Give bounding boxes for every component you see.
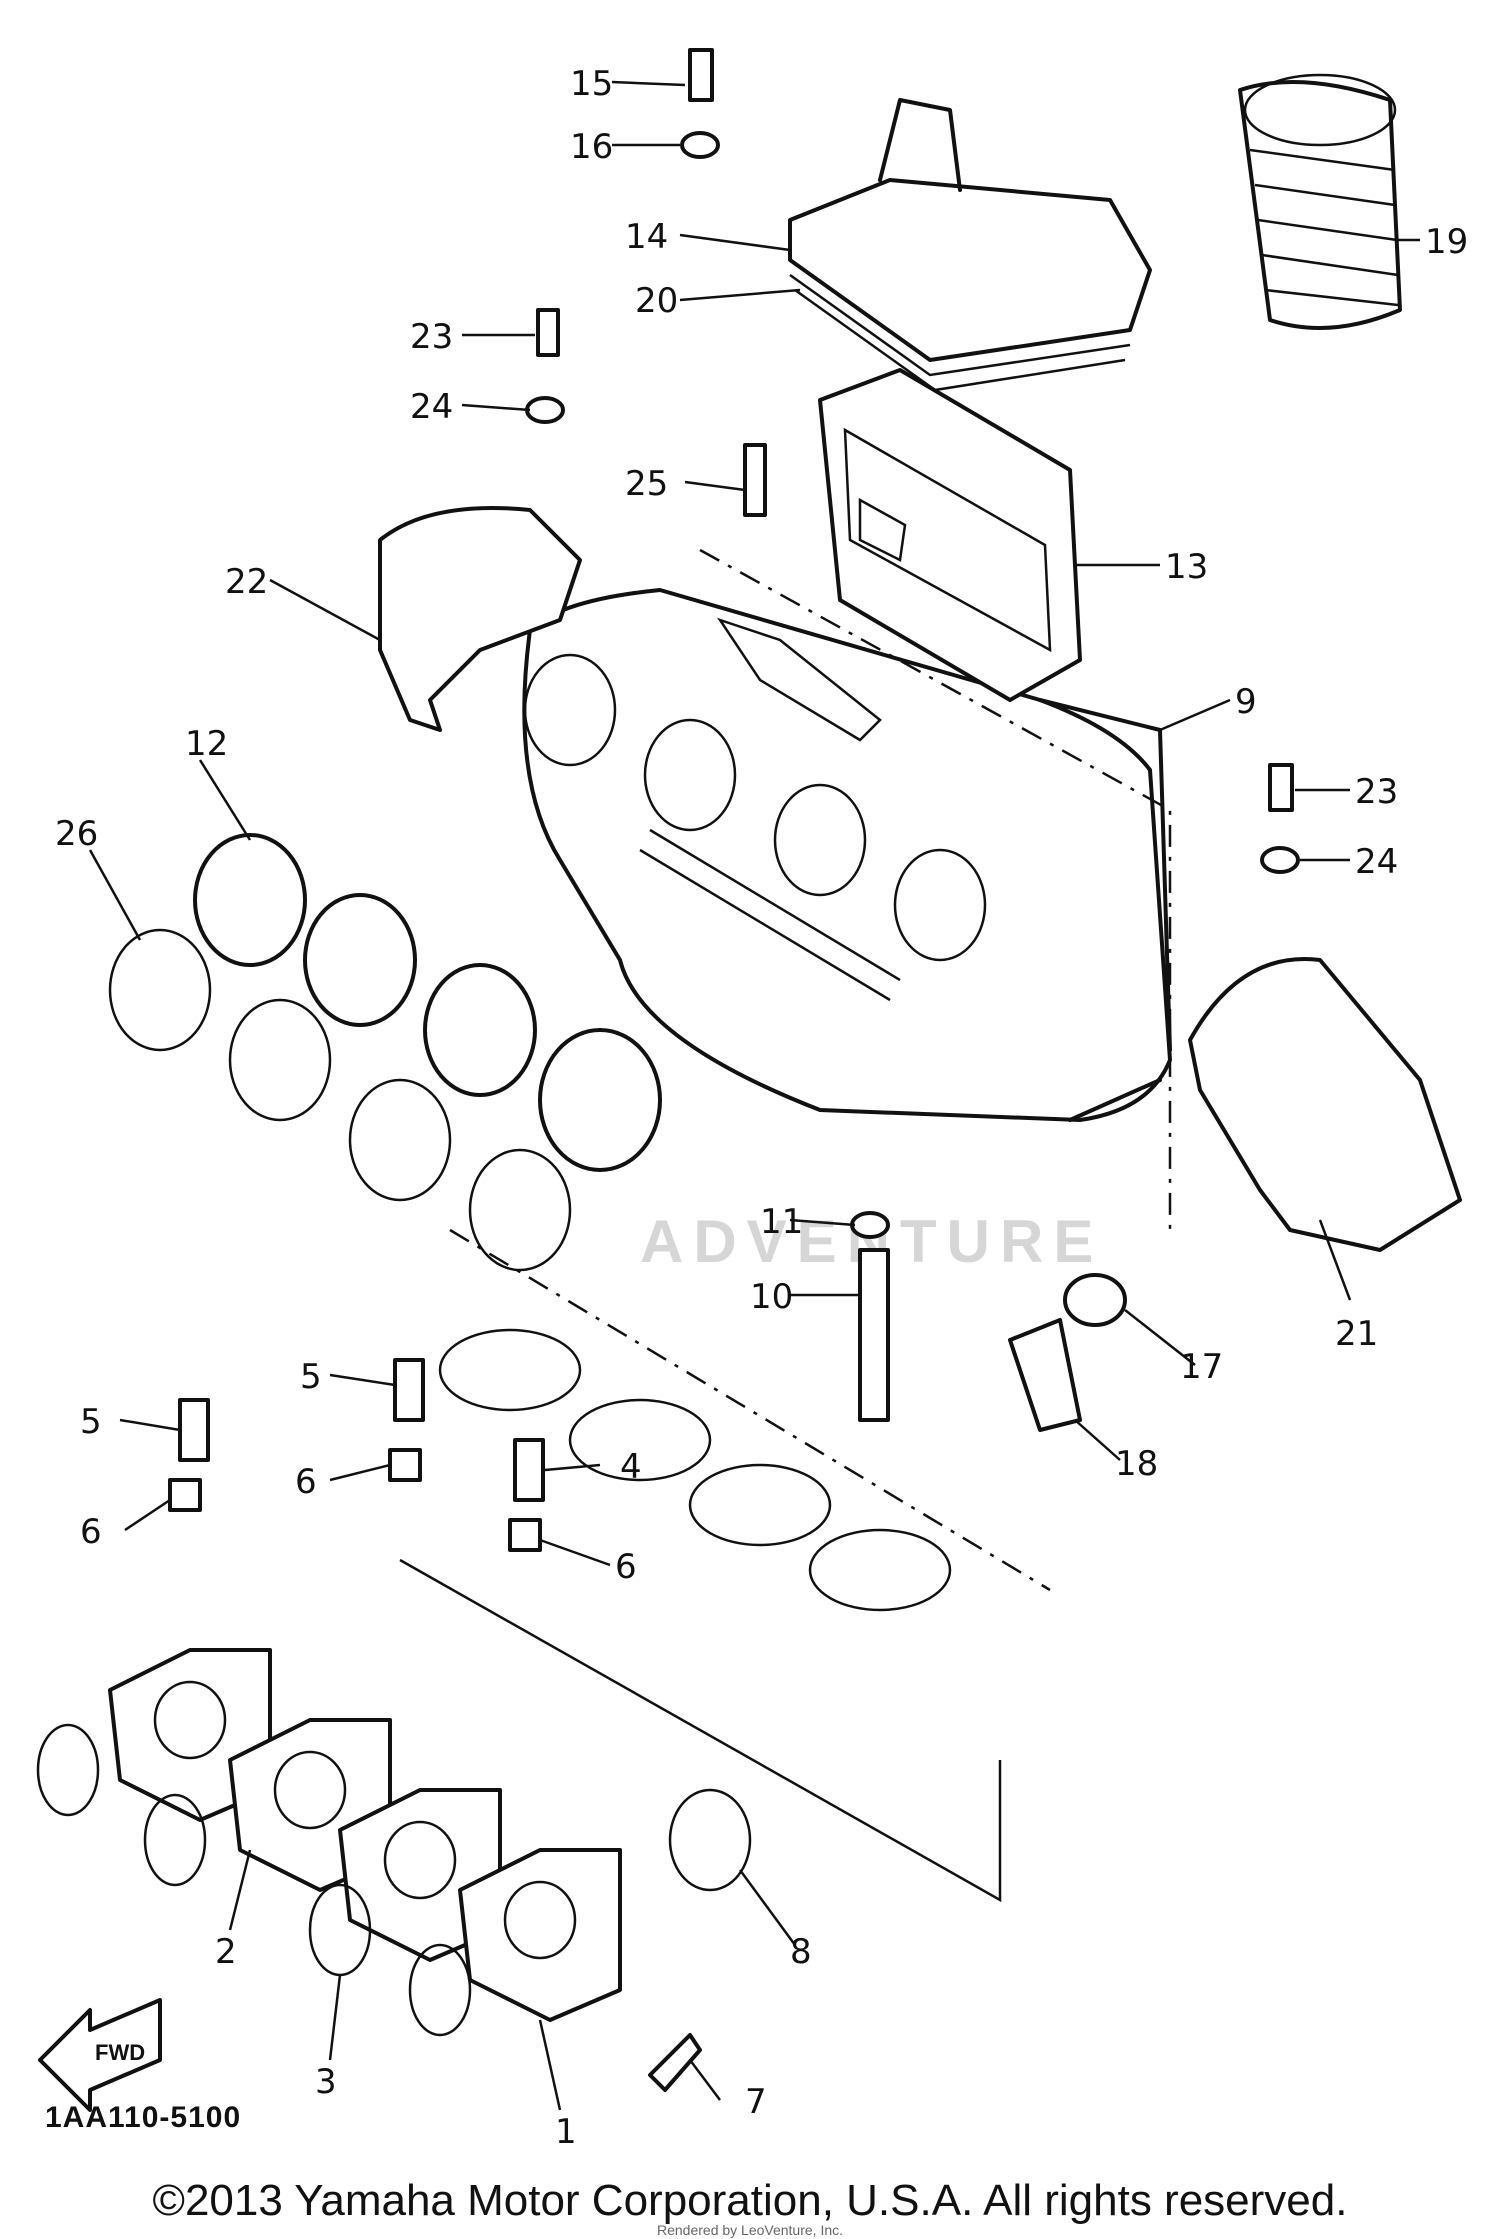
callout-16: 16: [570, 127, 613, 167]
callout-24-right: 24: [1355, 842, 1398, 882]
callout-6-left: 6: [80, 1512, 102, 1552]
callout-10: 10: [750, 1277, 793, 1317]
callout-5-mid: 5: [300, 1357, 322, 1397]
small-hardware: [168, 48, 1300, 2092]
assembly-outline-2: [699, 548, 1172, 1230]
hose-clamps-upper: [108, 928, 572, 1272]
callout-26: 26: [55, 814, 98, 854]
callout-22: 22: [225, 562, 268, 602]
drawing-code: 1AA110-5100: [45, 2101, 241, 2134]
callout-23-right: 23: [1355, 772, 1398, 812]
air-filter-element: [818, 368, 1082, 702]
forward-arrow-icon: FWD: [38, 1998, 162, 2112]
callout-15: 15: [570, 64, 613, 104]
callout-labels: 15 16 14 20 19 23 24 25 13 9 23 24 22 12…: [55, 64, 1468, 2152]
side-cover-right: [1188, 957, 1462, 1252]
callout-1: 1: [555, 2112, 577, 2152]
callout-12: 12: [185, 724, 228, 764]
leader-lines: [88, 80, 1420, 2111]
carburetors-ghost: [399, 1328, 1002, 1903]
callout-8: 8: [790, 1932, 812, 1972]
copyright-notice: ©2013 Yamaha Motor Corporation, U.S.A. A…: [152, 2176, 1348, 2225]
side-cover-left: [378, 506, 582, 732]
callout-24-top: 24: [410, 387, 453, 427]
callout-18: 18: [1115, 1444, 1158, 1484]
callout-4: 4: [620, 1447, 642, 1487]
callout-19: 19: [1425, 222, 1468, 262]
callout-2: 2: [215, 1932, 237, 1972]
callout-13: 13: [1165, 547, 1208, 587]
callout-6-right: 6: [615, 1547, 637, 1587]
air-box-case: [522, 588, 1172, 1122]
callout-11: 11: [760, 1202, 803, 1242]
carburetor-joints: [193, 833, 662, 1172]
callout-7: 7: [745, 2082, 767, 2122]
fwd-label: FWD: [95, 2040, 145, 2065]
callout-21: 21: [1335, 1314, 1378, 1354]
callout-23-top: 23: [410, 317, 453, 357]
callout-17: 17: [1180, 1347, 1223, 1387]
callout-20: 20: [635, 281, 678, 321]
air-box-cover: [788, 98, 1152, 392]
callout-9: 9: [1235, 682, 1257, 722]
callout-14: 14: [625, 217, 668, 257]
callout-6-mid: 6: [295, 1462, 317, 1502]
callout-5-left: 5: [80, 1402, 102, 1442]
callout-3: 3: [315, 2062, 337, 2102]
intake-manifolds: [108, 1648, 622, 2022]
intake-duct: [1238, 73, 1402, 330]
callout-25: 25: [625, 464, 668, 504]
render-credit: Rendered by LeoVenture, Inc.: [656, 2222, 844, 2238]
